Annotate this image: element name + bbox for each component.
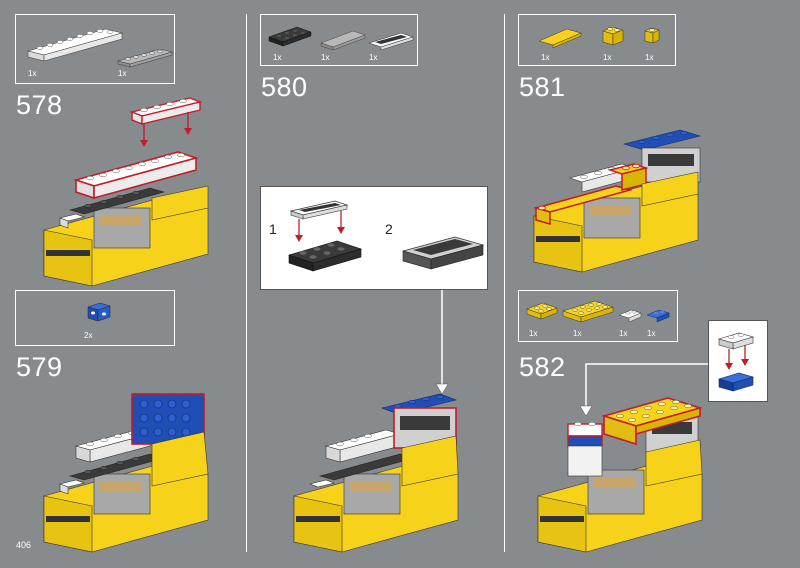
sub-assembly-callout: 1 2 — [260, 186, 488, 290]
sub-assembly-illustration — [717, 332, 755, 392]
parts-box-580: 1x 1x 1x — [260, 14, 418, 66]
part-qty: 1x — [273, 53, 282, 62]
column-divider-right — [504, 14, 505, 552]
part-qty: 1x — [603, 53, 612, 62]
model-step-580 — [293, 393, 459, 553]
sub-step-2-illustration — [401, 236, 485, 270]
step-number: 579 — [16, 352, 63, 382]
step-number: 581 — [519, 72, 566, 102]
part-qty: 1x — [619, 329, 628, 338]
part-white-plate-1x2 — [618, 309, 642, 323]
part-qty: 1x — [369, 53, 378, 62]
model-step-582 — [537, 397, 703, 553]
part-blue-bracket — [87, 302, 111, 322]
part-qty: 2x — [84, 331, 93, 340]
part-gray-plate-1x6 — [116, 48, 174, 68]
part-printed-tile-1x4 — [368, 32, 414, 51]
part-qty: 1x — [118, 69, 127, 78]
part-yellow-plate-2x2 — [526, 302, 558, 320]
part-yellow-plate-2x4 — [562, 300, 614, 323]
column-divider-left — [246, 14, 247, 552]
part-qty: 1x — [541, 53, 550, 62]
sub-step-number: 1 — [269, 221, 277, 237]
model-step-581 — [533, 129, 702, 273]
part-yellow-brick-1x1 — [644, 27, 660, 44]
step-number: 582 — [519, 352, 566, 382]
sub-step-1-illustration — [287, 200, 363, 272]
parts-box-578: 1x 1x — [15, 14, 175, 84]
part-qty: 1x — [529, 329, 538, 338]
part-qty: 1x — [647, 329, 656, 338]
callout-arrow — [579, 363, 708, 417]
part-gray-tile-1x4 — [320, 30, 366, 51]
sub-assembly-callout-582 — [708, 320, 768, 402]
step-number: 580 — [261, 72, 308, 102]
model-step-579 — [43, 393, 209, 553]
part-blue-plate-1x2 — [646, 309, 670, 323]
page-number: 406 — [16, 540, 32, 550]
part-qty: 1x — [573, 329, 582, 338]
parts-box-582: 1x 1x 1x 1x — [518, 290, 678, 342]
model-step-578 — [43, 97, 209, 287]
part-qty: 1x — [645, 53, 654, 62]
part-qty: 1x — [321, 53, 330, 62]
sub-step-number: 2 — [385, 221, 393, 237]
part-yellow-tile-1x4 — [538, 28, 582, 49]
step-number: 578 — [16, 90, 63, 120]
parts-box-579: 2x — [15, 290, 175, 346]
part-white-brick-1x8 — [26, 28, 124, 62]
part-yellow-brick-1x2 — [602, 26, 624, 46]
part-qty: 1x — [28, 69, 37, 78]
parts-box-581: 1x 1x 1x — [518, 14, 676, 66]
callout-arrow — [435, 290, 449, 395]
part-dark-plate-2x4 — [268, 26, 312, 47]
